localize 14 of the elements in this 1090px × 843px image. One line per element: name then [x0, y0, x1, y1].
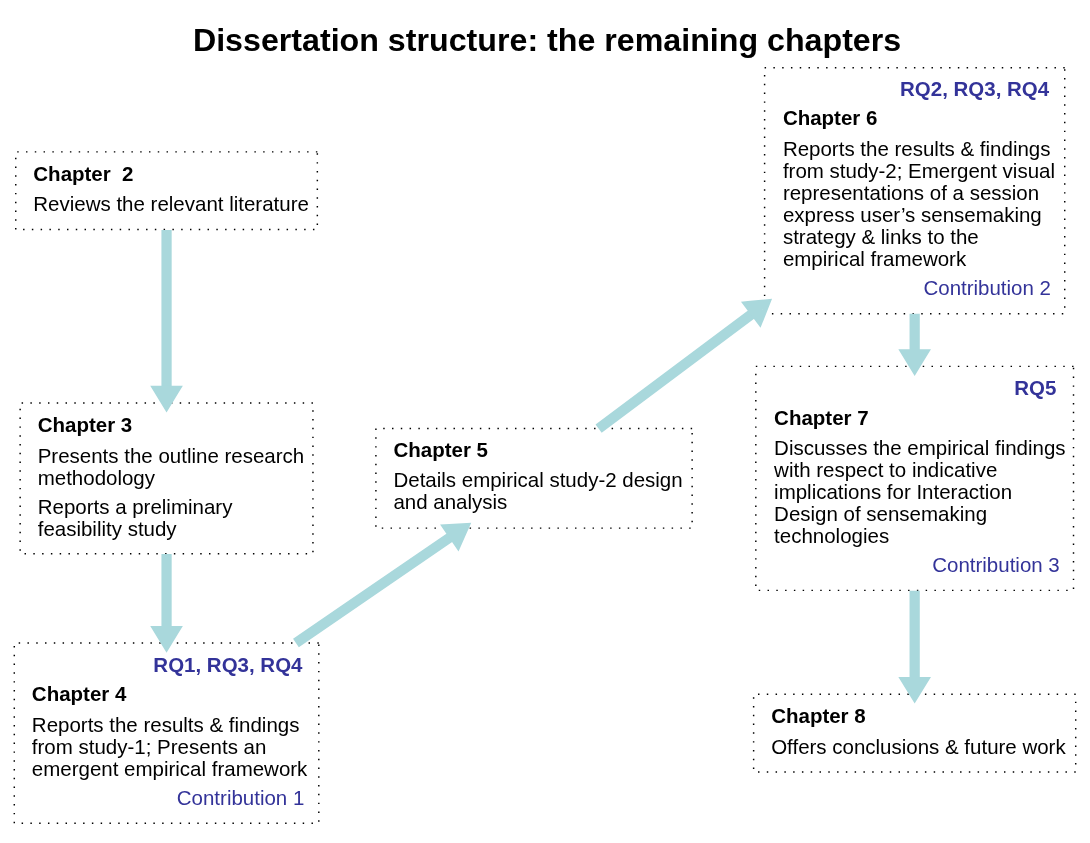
arrow: [595, 298, 773, 433]
node-box: Chapter 3 Presents the outline research methodology Reports a preliminary feasibility study: [19, 401, 314, 554]
node-box: RQ2, RQ3, RQ4 Chapter 6 Reports the results & findings from study-2; Emergent visual representations of a session express user’s sensemaking strategy & links to the empirical framework Contribution 2: [763, 66, 1066, 314]
diagram-title: Dissertation structure: the remaining chapters: [192, 21, 902, 58]
node-box: RQ1, RQ3, RQ4 Chapter 4 Reports the results & findings from study-1; Presents an emergent empirical framework Contribution 1: [13, 641, 320, 824]
node-box: RQ5 Chapter 7 Discusses the empirical findings with respect to indicative implications for Interaction Design of sensemaking technologies Contribution 3: [755, 365, 1075, 591]
arrow: [293, 522, 472, 647]
arrow: [150, 229, 183, 412]
arrow: [150, 553, 183, 653]
arrow: [898, 590, 931, 704]
node-box: Chapter 2 Reviews the relevant literature: [15, 150, 319, 230]
arrow: [898, 313, 931, 376]
node-box: Chapter 5 Details empirical study-2 design and analysis: [375, 427, 693, 529]
node-box: Chapter 8 Offers conclusions & future work: [752, 693, 1077, 773]
